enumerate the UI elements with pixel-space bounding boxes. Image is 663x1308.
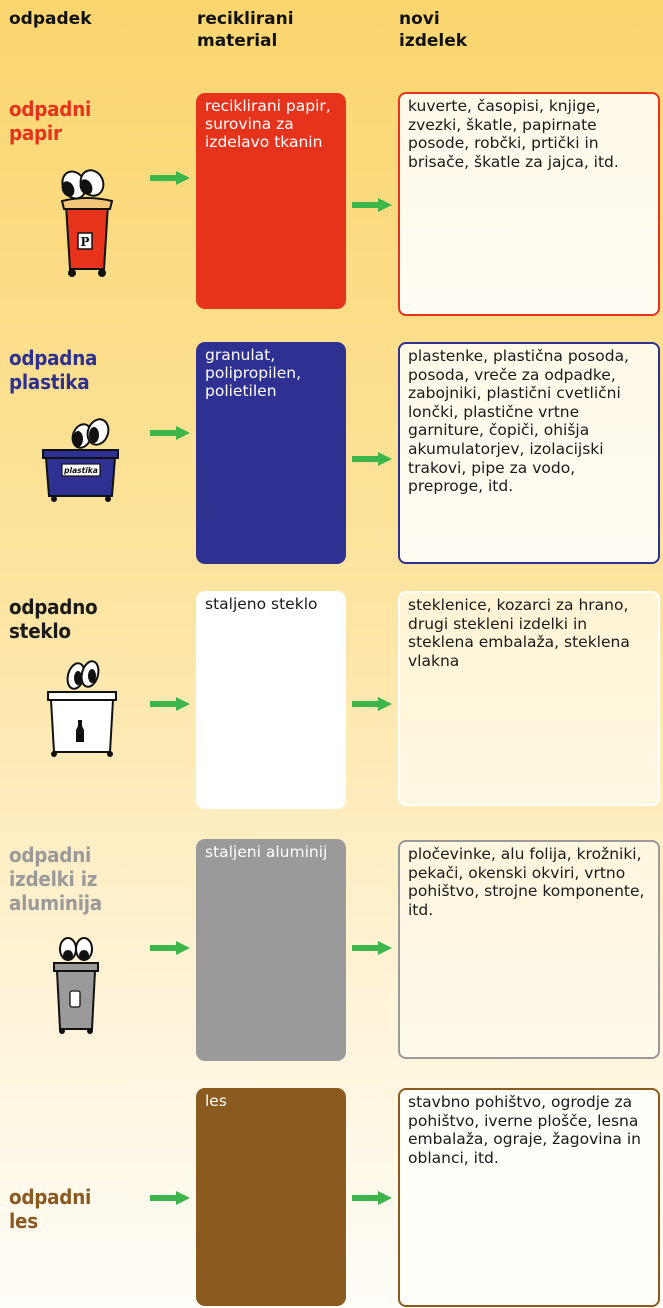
product-box-wood: stavbno pohištvo, ogrodje za pohištvo, i… xyxy=(398,1088,660,1307)
glass-bin-icon xyxy=(47,660,117,757)
header-material: reciklirani material xyxy=(197,9,294,51)
material-text-aluminium: staljeni aluminij xyxy=(205,843,328,861)
product-text-wood: stavbno pohištvo, ogrodje za pohištvo, i… xyxy=(408,1093,641,1167)
product-text-plastic: plastenke, plastična posoda, posoda, vre… xyxy=(408,347,629,496)
product-box-aluminium: pločevinke, alu folija, krožniki, pekači… xyxy=(398,840,660,1059)
product-box-paper: kuverte, časopisi, knjige, zvezki, škatl… xyxy=(398,92,660,316)
waste-title-aluminium: odpadni izdelki iz aluminija xyxy=(9,843,102,915)
arrow-icon xyxy=(150,1191,190,1205)
arrow-icon xyxy=(352,1191,392,1205)
arrow-icon xyxy=(352,941,392,955)
material-box-glass: staljeno steklo xyxy=(196,591,346,809)
arrow-icon xyxy=(352,452,392,466)
arrow-icon xyxy=(150,426,190,440)
plastic-bin-label: plastika xyxy=(63,466,98,475)
material-text-wood: les xyxy=(205,1092,227,1110)
arrow-icon xyxy=(150,941,190,955)
aluminium-bin-icon xyxy=(53,937,99,1034)
arrow-icon xyxy=(150,171,190,185)
material-box-plastic: granulat, polipropilen, polietilen xyxy=(196,342,346,564)
waste-title-plastic: odpadna plastika xyxy=(9,346,98,394)
arrow-icon xyxy=(352,697,392,711)
material-text-paper: reciklirani papir, surovina za izdelavo … xyxy=(205,97,331,151)
product-text-paper: kuverte, časopisi, knjige, zvezki, škatl… xyxy=(408,97,619,171)
arrow-icon xyxy=(150,697,190,711)
product-box-plastic: plastenke, plastična posoda, posoda, vre… xyxy=(398,342,660,564)
material-text-glass: staljeno steklo xyxy=(205,595,318,613)
header-waste: odpadek xyxy=(9,9,92,29)
waste-title-paper: odpadni papir xyxy=(9,97,92,145)
arrow-icon xyxy=(352,198,392,212)
product-text-aluminium: pločevinke, alu folija, krožniki, pekači… xyxy=(408,845,645,919)
plastic-bin-icon: plastika xyxy=(42,418,119,502)
header-product: novi izdelek xyxy=(399,9,468,51)
product-text-glass: steklenice, kozarci za hrano, drugi stek… xyxy=(408,596,630,670)
material-box-aluminium: staljeni aluminij xyxy=(196,839,346,1061)
material-box-wood: les xyxy=(196,1088,346,1306)
material-text-plastic: granulat, polipropilen, polietilen xyxy=(205,346,302,400)
waste-title-glass: odpadno steklo xyxy=(9,595,98,643)
paper-bin-icon: P xyxy=(60,169,114,277)
product-box-glass: steklenice, kozarci za hrano, drugi stek… xyxy=(398,591,660,806)
material-box-paper: reciklirani papir, surovina za izdelavo … xyxy=(196,93,346,309)
paper-bin-label: P xyxy=(80,235,89,249)
waste-title-wood: odpadni les xyxy=(9,1185,92,1233)
